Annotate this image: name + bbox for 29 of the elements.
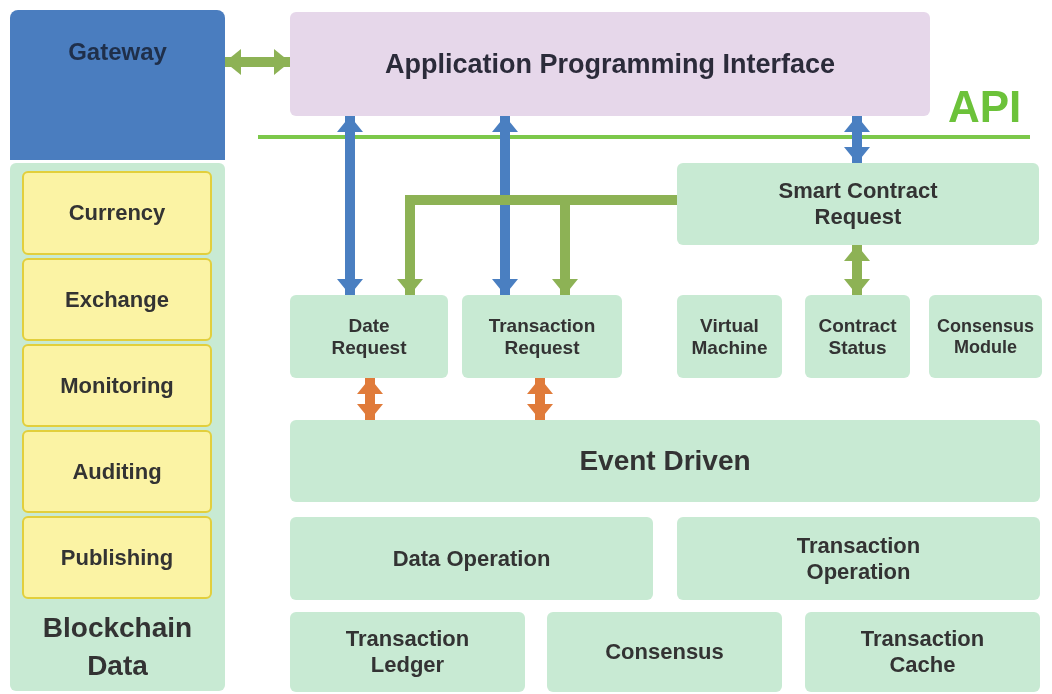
module-box: Publishing (22, 516, 212, 599)
module-box: Currency (22, 171, 212, 255)
arrow (844, 116, 870, 163)
layer-bar: Event Driven (290, 420, 1040, 502)
module-box: Virtual Machine (677, 295, 782, 378)
module-box: Transaction Request (462, 295, 622, 378)
module-box: Data Operation (290, 517, 653, 600)
module-box: Consensus Module (929, 295, 1042, 378)
module-box: Consensus (547, 612, 782, 692)
arrow (844, 245, 870, 295)
arrow (357, 378, 383, 420)
module-box: Date Request (290, 295, 448, 378)
interface-bar: Application Programming Interface (290, 12, 930, 116)
module-box: Smart Contract Request (677, 163, 1039, 245)
side-panel (10, 163, 225, 691)
section-label: API (948, 82, 1022, 132)
gateway-box: Gateway (10, 10, 225, 160)
module-box: Monitoring (22, 344, 212, 427)
arrow (337, 116, 363, 295)
module-box: Transaction Cache (805, 612, 1040, 692)
module-box: Exchange (22, 258, 212, 341)
arrow (527, 378, 553, 420)
module-box: Transaction Ledger (290, 612, 525, 692)
arrow (225, 49, 290, 75)
module-box: Transaction Operation (677, 517, 1040, 600)
arrow (492, 116, 518, 295)
module-box: Auditing (22, 430, 212, 513)
module-box: Contract Status (805, 295, 910, 378)
panel-title: Blockchain Data (41, 611, 194, 684)
